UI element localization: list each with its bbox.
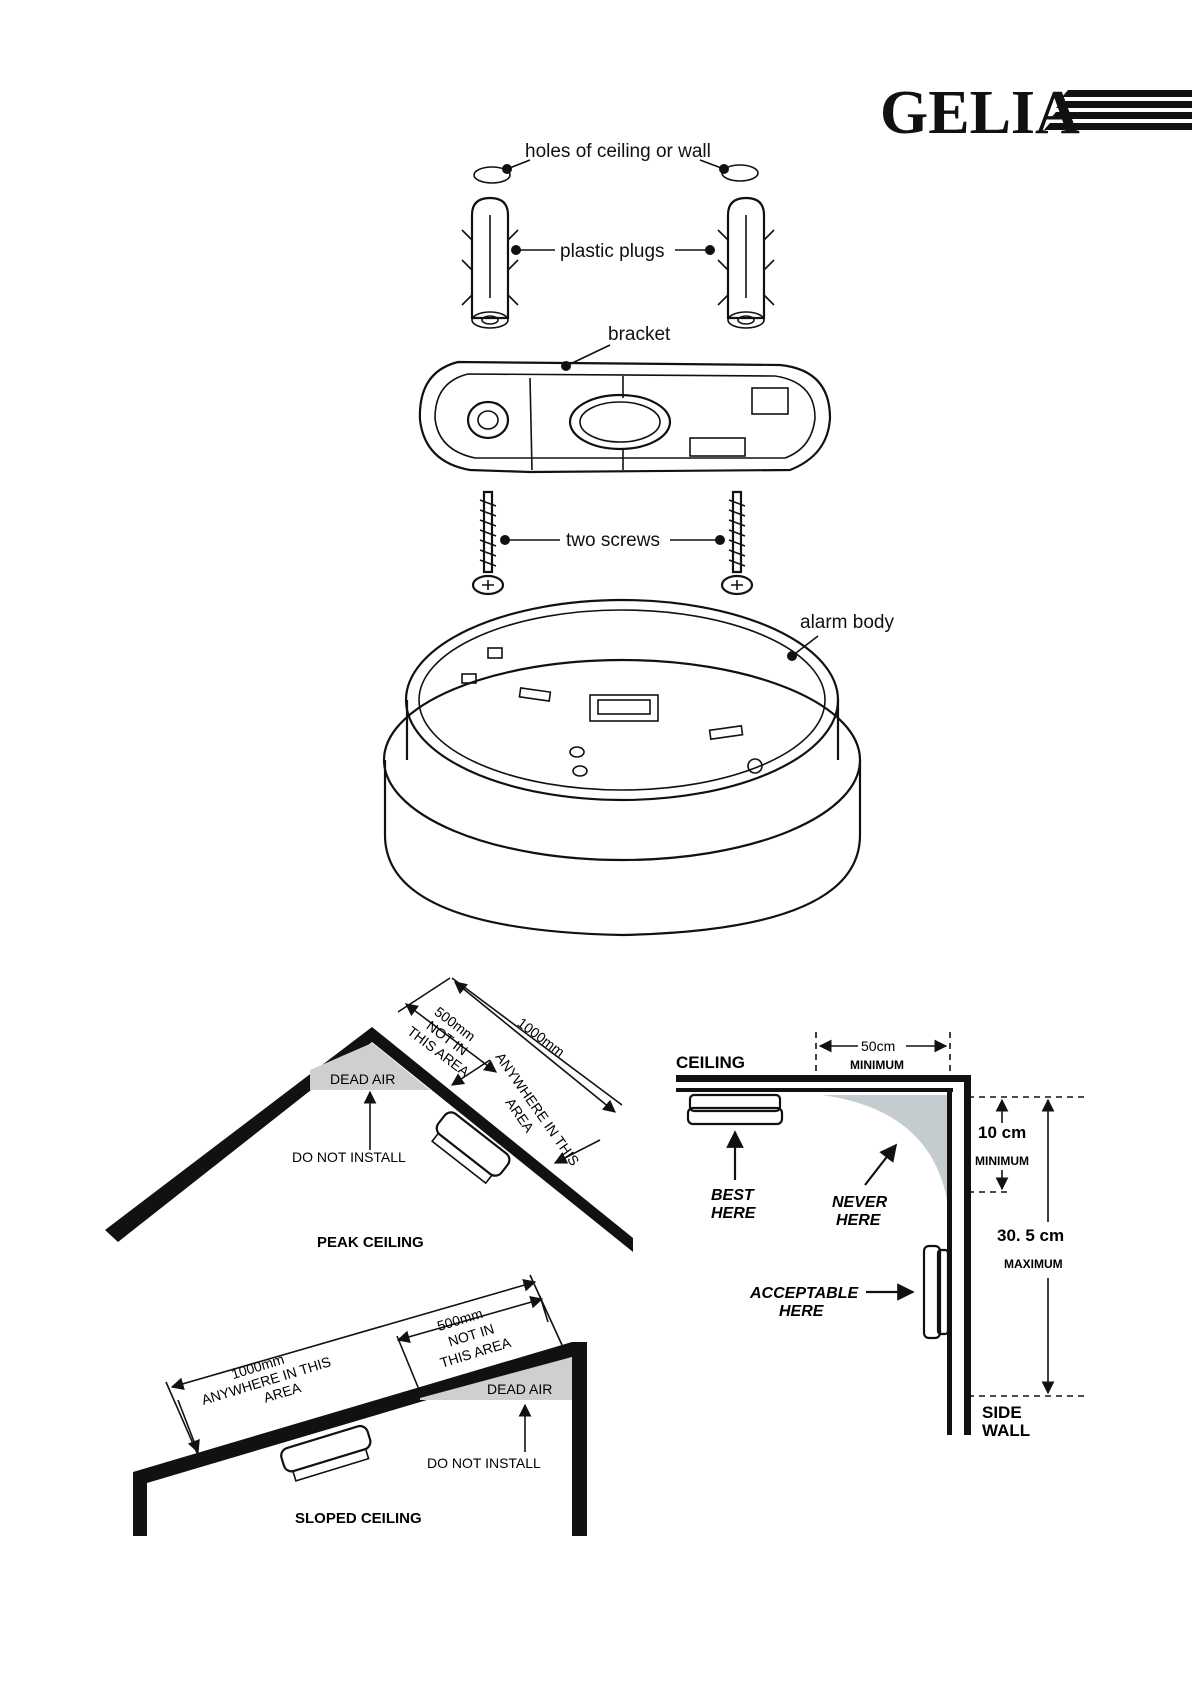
- sloped-do-not-install: DO NOT INSTALL: [427, 1455, 541, 1471]
- plastic-plug-right: [717, 196, 775, 329]
- best-label-2: HERE: [711, 1205, 757, 1222]
- sloped-dead-air: DEAD AIR: [487, 1381, 552, 1397]
- ceiling-hole-left: [473, 166, 511, 184]
- brand-logo: GELIA: [880, 79, 1192, 147]
- plastic-plug-left: [461, 196, 519, 329]
- acceptable-label-1: ACCEPTABLE: [749, 1285, 859, 1302]
- screw-right: [720, 490, 754, 596]
- peak-ceiling-diagram: DEAD AIR DO NOT INSTALL 500mm NOT IN THI…: [105, 977, 633, 1252]
- sloped-caption: SLOPED CEILING: [295, 1510, 422, 1527]
- logo-text: GELIA: [880, 79, 1080, 147]
- dim-30-5cm: 30. 5 cm: [997, 1226, 1064, 1245]
- peak-detector: [431, 1111, 511, 1185]
- minimum-label-1: MINIMUM: [850, 1058, 904, 1072]
- plugs-label: plastic plugs: [560, 241, 665, 262]
- side-wall-line: [964, 1075, 971, 1435]
- side-wall-label-2: WALL: [982, 1421, 1030, 1440]
- maximum-label: MAXIMUM: [1004, 1257, 1063, 1271]
- best-label-1: BEST: [711, 1187, 755, 1204]
- alarm-body: [382, 598, 862, 937]
- dim-10cm: 10 cm: [978, 1123, 1026, 1142]
- bracket: [418, 360, 832, 474]
- peak-caption: PEAK CEILING: [317, 1234, 424, 1251]
- logo-stripes: [1044, 90, 1192, 130]
- acceptable-label-2: HERE: [779, 1303, 825, 1320]
- wall-placement-diagram: CEILING 50cm MINIMUM 10 cm MINIMUM 30. 5…: [676, 1032, 1088, 1440]
- ceiling-line: [676, 1075, 971, 1082]
- bracket-label: bracket: [608, 324, 671, 345]
- exploded-view: holes of ceiling or wall plastic plugs: [382, 141, 894, 937]
- side-wall-label-1: SIDE: [982, 1403, 1022, 1422]
- sloped-ceiling-diagram: DEAD AIR DO NOT INSTALL 1000mm ANYWHERE …: [133, 1274, 587, 1536]
- minimum-label-2: MINIMUM: [975, 1154, 1029, 1168]
- ceiling-detector: [686, 1093, 784, 1126]
- never-zone: [822, 1095, 947, 1200]
- holes-label: holes of ceiling or wall: [525, 141, 711, 162]
- peak-dead-air: DEAD AIR: [330, 1071, 395, 1087]
- peak-do-not-install: DO NOT INSTALL: [292, 1149, 406, 1165]
- sloped-detector: [280, 1424, 372, 1482]
- wall-detector: [922, 1244, 950, 1340]
- ceiling-label: CEILING: [676, 1053, 745, 1072]
- peak-dead-air-zone: [310, 1043, 430, 1090]
- screw-left: [471, 490, 505, 596]
- dim-50cm: 50cm: [861, 1038, 895, 1054]
- screws-label: two screws: [566, 530, 660, 551]
- never-label-1: NEVER: [832, 1194, 888, 1211]
- never-label-2: HERE: [836, 1212, 882, 1229]
- sloped-roof: [133, 1342, 587, 1536]
- body-label: alarm body: [800, 612, 894, 633]
